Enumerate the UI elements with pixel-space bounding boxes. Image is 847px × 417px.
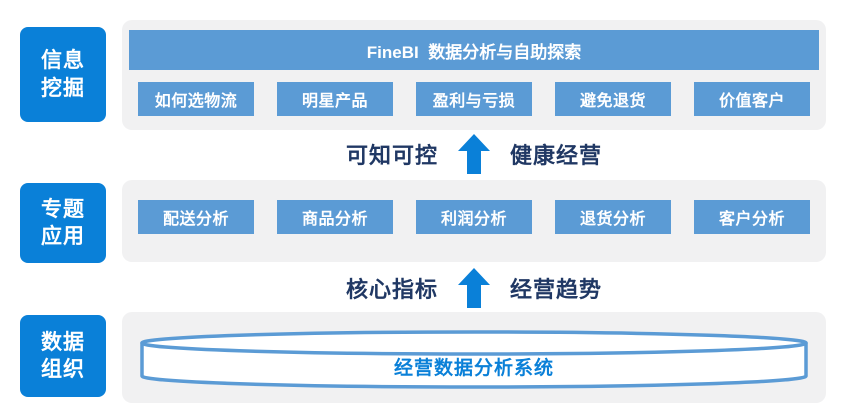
panel-info-mining: FineBI 数据分析与自助探索 如何选物流 明星产品 盈利与亏损 避免退货 价… bbox=[122, 20, 826, 130]
database-cylinder: 经营数据分析系统 bbox=[140, 328, 808, 392]
arrow-right-text: 健康经营 bbox=[510, 143, 603, 168]
arrow-left-text: 核心指标 bbox=[345, 277, 438, 302]
label-line: 专题 bbox=[41, 197, 85, 221]
arrow-left-text: 可知可控 bbox=[345, 143, 438, 168]
up-arrow-icon bbox=[458, 268, 490, 308]
mining-box-logistics: 如何选物流 bbox=[138, 82, 254, 116]
app-box-product-analysis: 商品分析 bbox=[277, 200, 393, 234]
app-box-delivery-analysis: 配送分析 bbox=[138, 200, 254, 234]
up-arrow-icon bbox=[458, 134, 490, 174]
section-label-data-org: 数据 组织 bbox=[20, 315, 106, 397]
arrow-row-1: 可知可控 健康经营 bbox=[122, 134, 826, 174]
app-box-customer-analysis: 客户分析 bbox=[694, 200, 810, 234]
label-line: 数据 bbox=[41, 330, 85, 354]
finebi-header-bar: FineBI 数据分析与自助探索 bbox=[129, 30, 819, 70]
mining-box-row: 如何选物流 明星产品 盈利与亏损 避免退货 价值客户 bbox=[138, 82, 810, 116]
label-line: 信息 bbox=[41, 49, 85, 73]
label-line: 挖掘 bbox=[41, 76, 85, 100]
section-label-info-mining: 信息 挖掘 bbox=[20, 27, 106, 122]
apps-box-row: 配送分析 商品分析 利润分析 退货分析 客户分析 bbox=[138, 200, 810, 234]
database-cylinder-shape bbox=[140, 330, 808, 389]
mining-box-avoid-returns: 避免退货 bbox=[555, 82, 671, 116]
label-line: 应用 bbox=[41, 225, 85, 248]
mining-box-profit-loss: 盈利与亏损 bbox=[416, 82, 532, 116]
database-label: 经营数据分析系统 bbox=[393, 357, 554, 379]
label-line: 组织 bbox=[41, 358, 85, 381]
mining-box-value-customers: 价值客户 bbox=[694, 82, 810, 116]
arrow-right-text: 经营趋势 bbox=[510, 277, 603, 302]
panel-topic-apps: 配送分析 商品分析 利润分析 退货分析 客户分析 bbox=[122, 180, 826, 262]
mining-box-star-products: 明星产品 bbox=[277, 82, 393, 116]
arrow-row-2: 核心指标 经营趋势 bbox=[122, 268, 826, 308]
section-label-topic-apps: 专题 应用 bbox=[20, 183, 106, 263]
app-box-profit-analysis: 利润分析 bbox=[416, 200, 532, 234]
app-box-return-analysis: 退货分析 bbox=[555, 200, 671, 234]
panel-data-org: 经营数据分析系统 bbox=[122, 312, 826, 403]
